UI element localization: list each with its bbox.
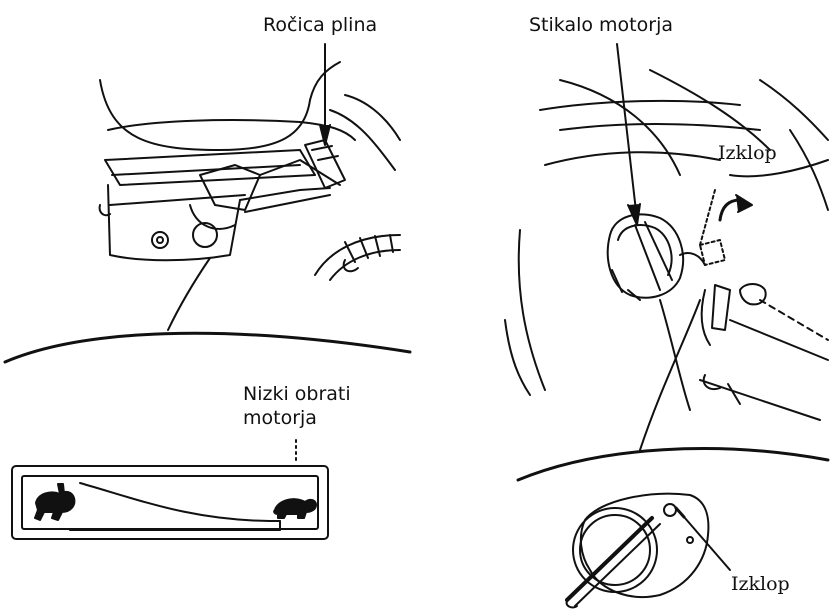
switch-dial-closeup <box>567 494 730 608</box>
off-label-bottom: Izklop <box>731 573 790 595</box>
low-rpm-label-line1: Nizki obrati <box>243 383 351 405</box>
rabbit-icon <box>35 484 74 520</box>
engine-switch-knob <box>608 214 683 300</box>
turtle-icon <box>274 499 316 518</box>
low-rpm-label-line2: motorja <box>243 407 317 429</box>
engine-switch-label: Stikalo motorja <box>529 14 673 36</box>
off-label-top: Izklop <box>718 142 777 164</box>
engine-switch-illustration <box>505 44 828 480</box>
throttle-lever-label: Ročica plina <box>263 14 377 36</box>
throttle-engine-illustration <box>5 44 410 362</box>
throttle-slider-panel <box>12 466 328 539</box>
